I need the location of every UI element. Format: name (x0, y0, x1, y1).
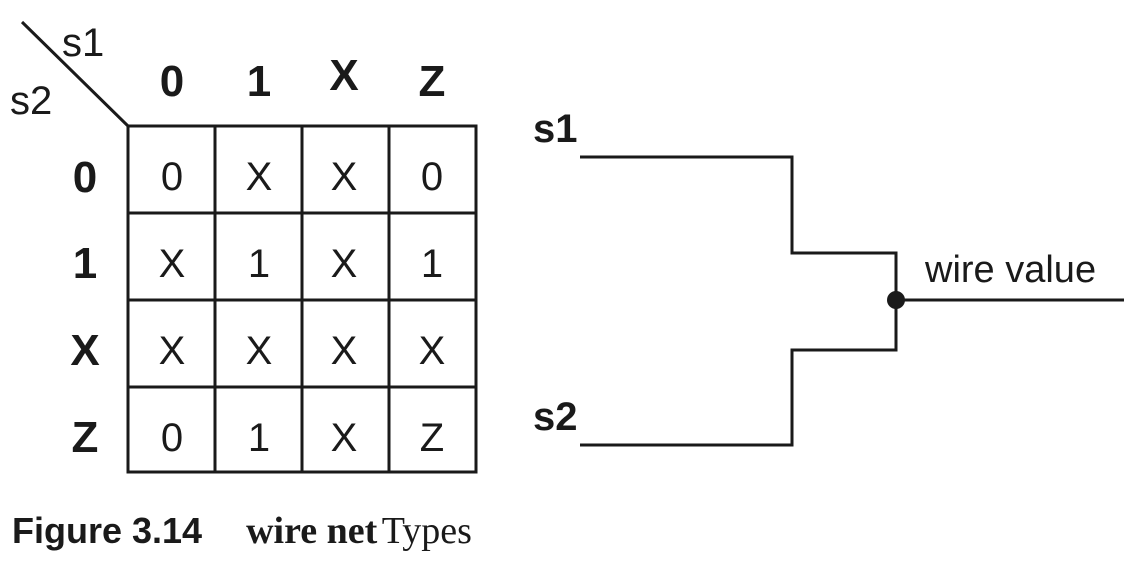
table-cell: X (159, 329, 186, 373)
input1-wire (580, 155, 898, 300)
table-cell: 1 (248, 416, 270, 460)
truth-table-grid (126, 124, 478, 474)
table-cell: 0 (161, 416, 183, 460)
table-cell: X (331, 242, 358, 286)
column-header: 1 (247, 57, 271, 106)
row-headers: 0 1 X Z (70, 153, 99, 462)
row-header: 1 (73, 239, 97, 288)
corner-row-label: s2 (10, 79, 52, 123)
input2-wire (580, 300, 898, 447)
table-cell: 1 (421, 242, 443, 286)
corner-col-label: s1 (62, 21, 104, 65)
column-header: 0 (160, 57, 184, 106)
output-label: wire value (924, 249, 1096, 291)
input1-label: s1 (533, 107, 578, 151)
truth-table-cells: 0 X X 0 X 1 X 1 X X X X 0 1 X Z (159, 155, 446, 460)
table-cell: X (246, 155, 273, 199)
table-cell: Z (420, 416, 444, 460)
table-cell: 0 (161, 155, 183, 199)
table-cell: X (246, 329, 273, 373)
junction-dot (887, 291, 905, 309)
wire-circuit: s1 s2 wire value (533, 107, 1124, 447)
table-cell: X (419, 329, 446, 373)
row-header: 0 (73, 153, 97, 202)
figure-caption: Figure 3.14 wire net Types (12, 512, 472, 550)
table-cell: X (331, 329, 358, 373)
row-header: Z (72, 413, 99, 462)
row-header: X (70, 326, 99, 375)
input2-label: s2 (533, 395, 578, 439)
column-headers: 0 1 X Z (160, 51, 446, 106)
figure-label: Figure 3.14 (12, 510, 203, 551)
table-cell: X (331, 416, 358, 460)
corner-diagonal (20, 20, 130, 128)
table-cell: X (159, 242, 186, 286)
table-cell: 0 (421, 155, 443, 199)
table-cell: 1 (248, 242, 270, 286)
column-header: Z (419, 57, 446, 106)
table-cell: X (331, 155, 358, 199)
caption-text: Types (381, 510, 472, 552)
column-header: X (329, 51, 358, 100)
caption-keyword: wire net (246, 510, 378, 552)
